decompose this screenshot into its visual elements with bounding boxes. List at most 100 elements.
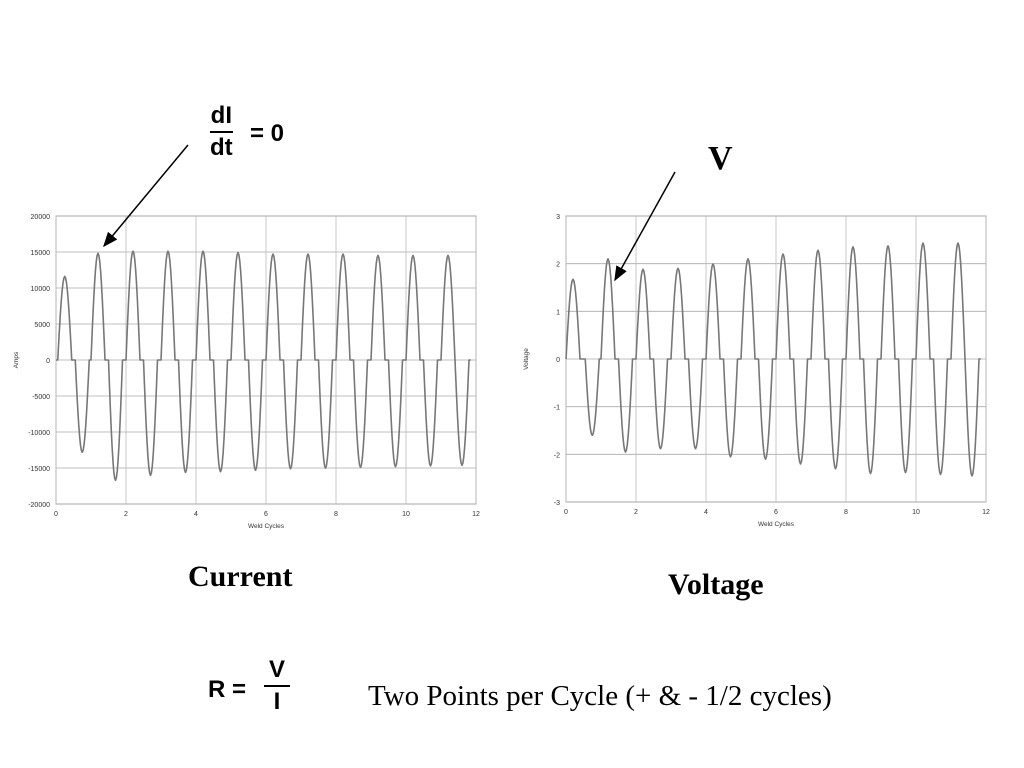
resistance-fraction: V I (264, 656, 290, 716)
voltage-peak-point (764, 458, 767, 460)
voltage-peak-point (782, 253, 784, 255)
didt-fraction-bar (210, 131, 233, 133)
current-xtick-label: 6 (264, 511, 268, 518)
voltage-peak-point (922, 242, 924, 244)
voltage-peak-point (747, 258, 749, 260)
voltage-peak-point (852, 246, 854, 248)
current-ytick-label: -15000 (28, 466, 50, 473)
resistance-numerator: V (268, 656, 285, 683)
voltage-xtick-label: 10 (912, 509, 920, 516)
current-xtick-label: 12 (472, 511, 480, 518)
voltage-peak-point (904, 471, 907, 474)
current-ytick-label: 5000 (34, 322, 50, 329)
two-points-note: Two Points per Cycle (+ & - 1/2 cycles) (368, 680, 832, 712)
current-xtick-label: 0 (54, 511, 58, 518)
current-ytick-label: -20000 (28, 502, 50, 509)
current-peak-point (167, 250, 169, 253)
voltage-xtick-label: 4 (704, 509, 708, 516)
current-peak-point (184, 471, 187, 474)
didt-numerator: dI (210, 102, 232, 129)
current-caption: Current (188, 560, 293, 593)
voltage-peak-point (642, 268, 644, 271)
current-peak-point (114, 479, 117, 482)
voltage-peak-point (659, 447, 662, 450)
voltage-caption: Voltage (668, 568, 764, 601)
current-ytick-label: 15000 (31, 250, 51, 257)
didt-denominator: dt (210, 134, 233, 161)
voltage-ytick-label: 2 (556, 262, 560, 269)
current-peak-point (429, 465, 432, 467)
current-peak-point (447, 254, 449, 257)
current-peak-point (132, 250, 134, 253)
voltage-peak-point (939, 473, 942, 476)
voltage-peak-point (834, 467, 837, 470)
current-peak-point (254, 469, 257, 471)
resistance-fraction-bar (264, 685, 290, 687)
current-peak-point (81, 451, 84, 453)
current-ytick-label: -5000 (32, 394, 50, 401)
current-peak-point (63, 275, 66, 278)
current-peak-point (272, 253, 274, 255)
resistance-denominator: I (273, 688, 281, 715)
voltage-peak-point (799, 463, 802, 465)
voltage-xtick-label: 12 (982, 509, 990, 516)
voltage-arrow (614, 171, 676, 282)
current-peak-point (359, 466, 362, 469)
voltage-peak-point (591, 434, 594, 437)
didt-fraction: dI dt (210, 102, 233, 162)
voltage-peak-point (677, 267, 679, 270)
voltage-ytick-label: 1 (556, 309, 560, 316)
current-ytick-label: 20000 (31, 214, 51, 221)
current-peak-point (307, 253, 309, 255)
voltage-xtick-label: 2 (634, 509, 638, 516)
voltage-ytick-label: -2 (554, 452, 560, 459)
current-peak-point (202, 250, 204, 253)
voltage-ytick-label: 0 (556, 357, 560, 364)
didt-arrow (103, 144, 189, 248)
current-peak-point (219, 470, 222, 473)
current-xtick-label: 4 (194, 511, 198, 518)
current-ytick-label: 0 (46, 358, 50, 365)
voltage-ytick-label: -3 (554, 500, 560, 507)
voltage-peak-point (869, 472, 872, 475)
current-xtick-label: 8 (334, 511, 338, 518)
voltage-peak-label: V (708, 140, 733, 177)
voltage-peak-point (607, 258, 609, 260)
voltage-ytick-label: 3 (556, 214, 560, 221)
voltage-xtick-label: 8 (844, 509, 848, 516)
current-peak-point (342, 253, 344, 255)
voltage-peak-point (712, 263, 714, 265)
current-peak-point (377, 254, 379, 257)
current-peak-point (149, 474, 152, 477)
voltage-peak-point (729, 455, 732, 458)
current-chart: -20000-15000-10000-500005000100001500020… (13, 214, 480, 530)
current-series-line (56, 250, 471, 482)
voltage-xaxis-label: Weld Cycles (758, 521, 795, 528)
current-peak-point (461, 464, 463, 466)
voltage-xtick-label: 6 (774, 509, 778, 516)
current-ytick-label: 10000 (31, 286, 51, 293)
current-peak-point (237, 251, 239, 254)
resistance-lhs: R = (208, 676, 247, 703)
voltage-series-line (565, 242, 981, 477)
voltage-peak-point (572, 278, 574, 281)
current-ytick-label: -10000 (28, 430, 50, 437)
voltage-peak-point (624, 451, 627, 453)
voltage-yaxis-label: Voltage (523, 348, 530, 370)
voltage-peak-point (957, 242, 959, 244)
current-peak-point (412, 254, 414, 257)
current-yaxis-label: Amps (13, 351, 20, 368)
voltage-peak-point (694, 447, 697, 450)
current-peak-point (97, 252, 99, 255)
current-xaxis-label: Weld Cycles (248, 523, 285, 530)
current-xtick-label: 10 (402, 511, 410, 518)
didt-equals-zero: = 0 (250, 120, 285, 147)
current-peak-point (394, 465, 397, 468)
current-peak-point (289, 467, 292, 470)
current-xtick-label: 2 (124, 511, 128, 518)
voltage-ytick-label: -1 (554, 405, 560, 412)
current-peak-point (324, 467, 327, 469)
voltage-peak-point (971, 474, 973, 477)
voltage-peak-point (817, 249, 819, 252)
